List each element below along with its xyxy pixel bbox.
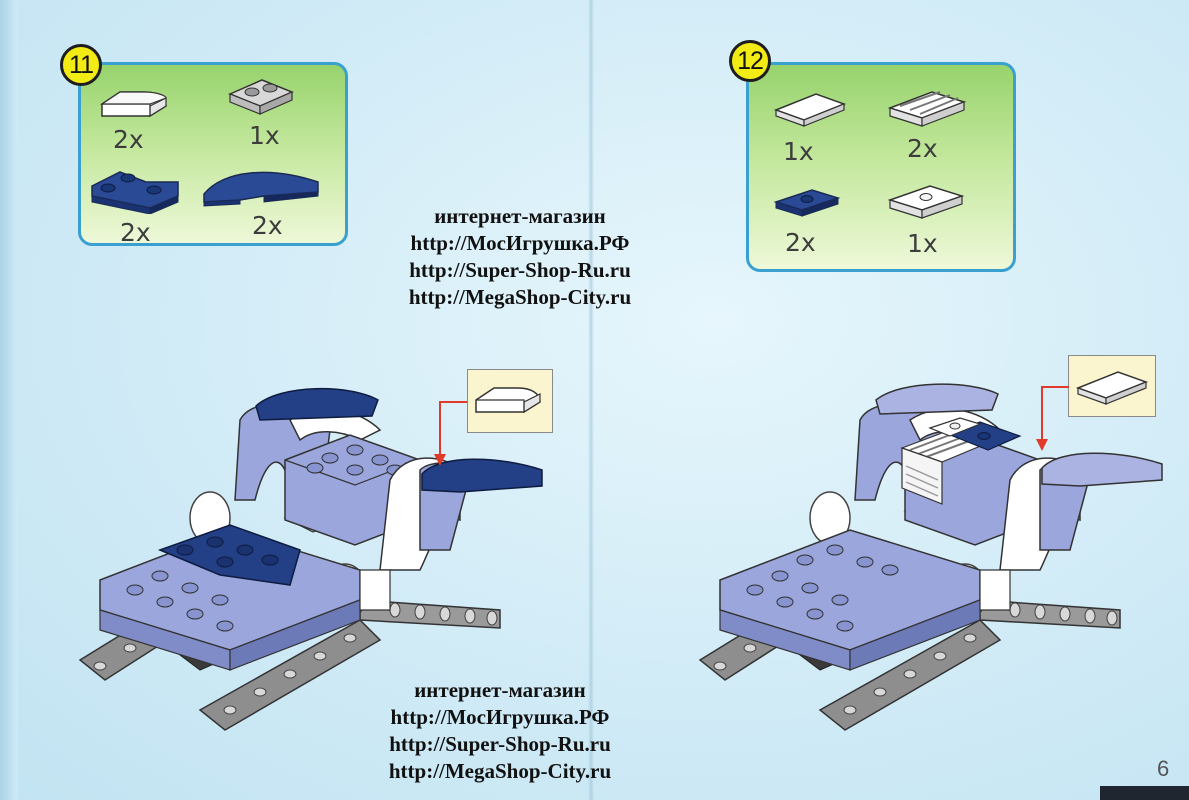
white-jumper-plate-icon [887, 185, 965, 219]
step-12-qty-1: 1x [783, 137, 814, 166]
watermark-bottom-line-3: http://Super-Shop-Ru.ru [389, 732, 611, 756]
gray-plate-1x2-icon [228, 79, 294, 115]
white-curved-slope-brick-icon [100, 91, 167, 118]
page-number: 6 [1157, 756, 1170, 781]
callout-arrow-icon [1036, 386, 1069, 451]
step-12-model-illustration [698, 383, 1163, 731]
watermark-top-line-2: http://МосИгрушка.РФ [410, 231, 630, 255]
watermark-bottom-line-1: интернет-магазин [414, 678, 586, 702]
callout-arrow-icon [434, 401, 467, 466]
white-grille-tile-icon [887, 91, 967, 127]
watermark-top-line-1: интернет-магазин [434, 204, 606, 228]
page-left-edge [0, 0, 18, 800]
white-curved-slope-brick-icon [475, 387, 541, 414]
step-11-qty-4: 2x [252, 211, 283, 240]
white-tile-1x2-icon [773, 93, 847, 127]
watermark-top: интернет-магазин http://МосИгрушка.РФ ht… [370, 203, 670, 311]
watermark-bottom-line-4: http://MegaShop-City.ru [388, 759, 612, 783]
scan-edge [1100, 786, 1189, 800]
step-12-qty-4: 1x [907, 229, 938, 258]
step-11-model-illustration [78, 388, 543, 731]
step-12-parts-box [746, 62, 1016, 272]
blue-curved-wing-plate-icon [203, 171, 319, 207]
white-tile-1x2-icon [1075, 371, 1149, 405]
step-12-qty-2: 2x [907, 134, 938, 163]
step-11-qty-2: 1x [249, 121, 280, 150]
step-12-badge: 12 [729, 40, 771, 82]
blue-corner-plate-icon [91, 171, 179, 214]
step-12-qty-3: 2x [785, 228, 816, 257]
step-11-qty-1: 2x [113, 125, 144, 154]
blue-jumper-plate-icon [773, 189, 841, 217]
watermark-top-line-3: http://Super-Shop-Ru.ru [409, 258, 631, 282]
watermark-bottom: интернет-магазин http://МосИгрушка.РФ ht… [350, 677, 650, 785]
book-spine [588, 0, 594, 800]
watermark-top-line-4: http://MegaShop-City.ru [408, 285, 632, 309]
step-11-badge: 11 [60, 44, 102, 86]
step-11-qty-3: 2x [120, 218, 151, 247]
watermark-bottom-line-2: http://МосИгрушка.РФ [390, 705, 610, 729]
